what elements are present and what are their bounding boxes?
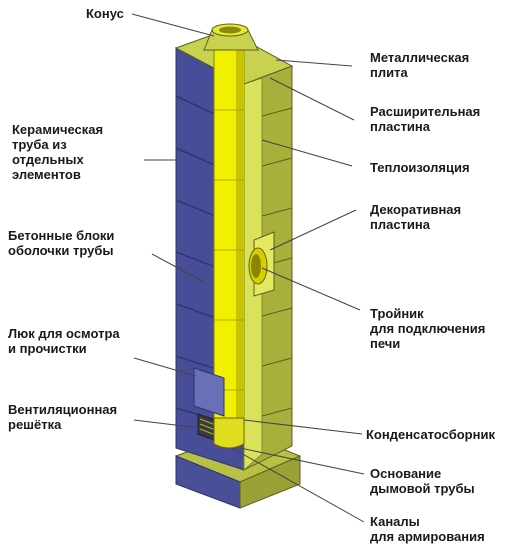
tee-opening-inner (251, 254, 261, 278)
block-joint (261, 407, 293, 417)
label-line: Конус (86, 6, 124, 21)
ceramic-flue-pipe (213, 39, 245, 441)
label-line: Конденсатосборник (366, 427, 495, 442)
label-cone: Конус (86, 6, 124, 21)
label-line: Каналы (370, 514, 420, 529)
label-line: пластина (370, 217, 431, 232)
base-side-face (239, 455, 301, 509)
label-hatch: Люк для осмотра и прочистки (8, 326, 120, 356)
label-line: Бетонные блоки (8, 228, 115, 243)
cone (203, 23, 259, 51)
leader-channels (231, 447, 365, 523)
label-line: Вентиляционная (8, 402, 118, 417)
leader-tee (261, 267, 361, 311)
label-line: Расширительная (370, 104, 481, 119)
leader-metal-plate (275, 59, 353, 67)
condensate-collector (213, 417, 245, 449)
label-line: решётка (8, 417, 62, 432)
label-channels: Каналы для армирования (370, 514, 485, 544)
label-line: Керамическая (12, 122, 104, 137)
label-line: плита (370, 65, 408, 80)
leader-base (239, 447, 365, 475)
label-line: Основание (370, 466, 442, 481)
tee-connection (248, 231, 275, 297)
leader-decorative-plate (269, 209, 357, 251)
block-joint (261, 107, 293, 117)
label-line: для подключения (370, 321, 486, 336)
leader-condensate (243, 419, 363, 435)
label-base: Основание дымовой трубы (370, 466, 475, 496)
label-line: Теплоизоляция (370, 160, 470, 175)
label-line: Тройник (370, 306, 424, 321)
label-line: элементов (12, 167, 81, 182)
label-expansion-plate: Расширительная пластина (370, 104, 480, 134)
leader-insulation (261, 139, 353, 167)
label-line: оболочки трубы (8, 243, 114, 258)
block-joint (261, 357, 293, 367)
leader-vent-grille (133, 419, 201, 429)
label-line: Металлическая (370, 50, 470, 65)
leader-expansion-plate (269, 77, 355, 121)
label-decorative-plate: Декоративная пластина (370, 202, 461, 232)
label-line: труба из (12, 137, 67, 152)
label-line: отдельных (12, 152, 84, 167)
label-line: и прочистки (8, 341, 87, 356)
label-metal-plate: Металлическая плита (370, 50, 469, 80)
cone-inner (219, 26, 241, 34)
block-joint (261, 207, 293, 217)
label-line: дымовой трубы (370, 481, 475, 496)
inspection-hatch (193, 367, 225, 417)
leader-concrete-blocks (151, 253, 205, 283)
label-ceramic-pipe: Керамическая труба из отдельных элементо… (12, 122, 103, 182)
block-joint (261, 307, 293, 317)
label-tee: Тройник для подключения печи (370, 306, 485, 351)
hatch-door (193, 367, 225, 417)
flue-pipe-shadow (236, 40, 244, 440)
label-condensate: Конденсатосборник (366, 427, 495, 442)
block-joint (261, 157, 293, 167)
label-line: печи (370, 336, 401, 351)
label-vent-grille: Вентиляционная решётка (8, 402, 117, 432)
leader-lines (131, 13, 365, 523)
leader-hatch (133, 357, 197, 377)
label-line: для армирования (370, 529, 485, 544)
label-line: Декоративная (370, 202, 462, 217)
leader-cone (131, 13, 215, 37)
label-insulation: Теплоизоляция (370, 160, 470, 175)
label-line: пластина (370, 119, 431, 134)
label-line: Люк для осмотра (8, 326, 120, 341)
label-concrete-blocks: Бетонные блоки оболочки трубы (8, 228, 114, 258)
